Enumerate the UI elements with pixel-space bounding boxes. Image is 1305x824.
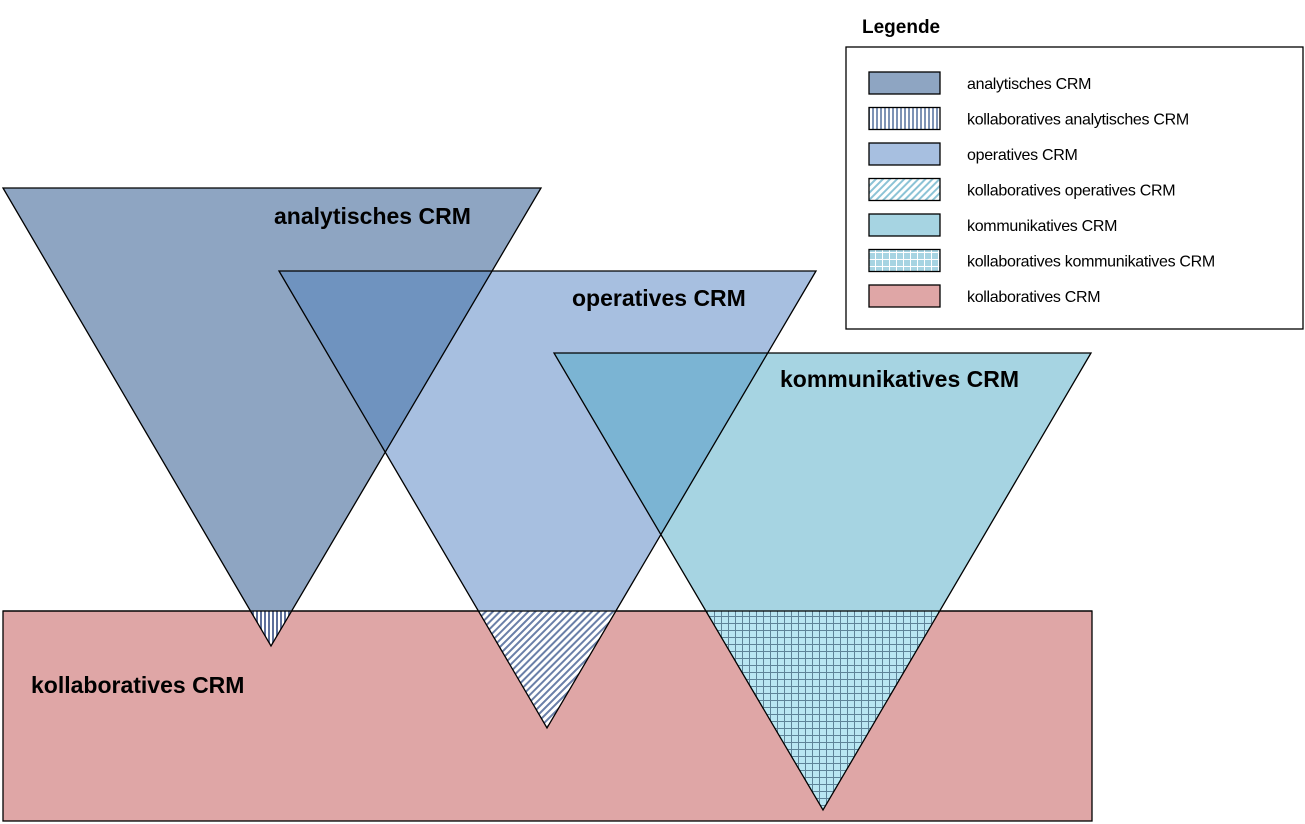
collab-analytical-group	[250, 611, 292, 646]
legend-swatch-3	[868, 142, 941, 166]
legend-swatch-7	[868, 284, 941, 308]
communicative-triangle-outline	[552, 352, 1093, 812]
legend-label-3: operatives CRM	[967, 147, 1078, 164]
operative-crm-label: operatives CRM	[572, 285, 746, 311]
overlap-analytical-operative-group	[279, 271, 541, 646]
communicative-crm-label: kommunikatives CRM	[780, 366, 1019, 392]
collab-communicative-group	[705, 611, 940, 810]
legend-swatch-2	[868, 106, 941, 131]
legend-label-5: kommunikatives CRM	[967, 218, 1117, 235]
legend-label-6: kollaboratives kommunikatives CRM	[967, 254, 1215, 271]
legend: Legende analytisches CRM kollaboratives a…	[845, 17, 1304, 330]
legend-swatch-5	[868, 213, 941, 237]
legend-swatch-4	[868, 177, 941, 202]
legend-label-4: kollaboratives operatives CRM	[967, 183, 1175, 200]
legend-label-2: kollaboratives analytisches CRM	[967, 112, 1189, 129]
collaborative-communicative-tip	[705, 611, 940, 810]
legend-label-1: analytisches CRM	[967, 76, 1091, 93]
overlap-operative-communicative-group	[554, 353, 816, 728]
collaborative-crm-label: kollaboratives CRM	[31, 672, 244, 698]
collab-operative-group	[478, 611, 616, 728]
overlap-operative-communicative	[554, 353, 816, 728]
legend-label-7: kollaboratives CRM	[967, 289, 1100, 306]
legend-items: analytisches CRM kollaboratives analytisc…	[868, 71, 1215, 308]
overlap-analytical-operative	[279, 271, 541, 646]
legend-swatch-1	[868, 71, 941, 95]
analytical-crm-label: analytisches CRM	[274, 203, 471, 229]
collaborative-operative-tip	[478, 611, 616, 728]
legend-swatch-6	[868, 248, 941, 273]
legend-title: Legende	[862, 17, 940, 38]
collaborative-analytical-tip	[250, 611, 292, 646]
operative-triangle-outline	[277, 270, 818, 730]
analytical-triangle-outline	[1, 187, 543, 648]
